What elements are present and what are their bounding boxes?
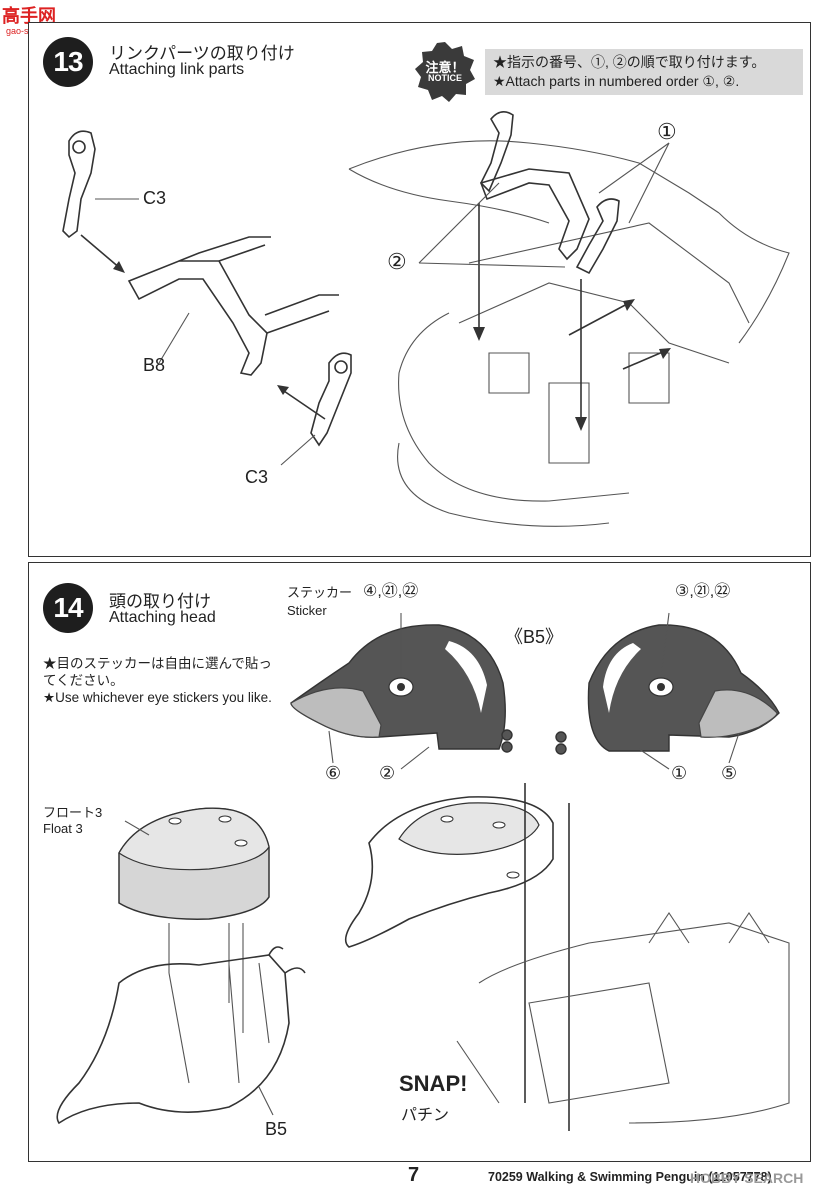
- step-13-panel: 13 リンクパーツの取り付け Attaching link parts 注意！ …: [28, 22, 811, 557]
- snap-label: SNAP!: [399, 1071, 468, 1096]
- footer-product-title: 70259 Walking & Swimming Penguin (110577…: [488, 1170, 772, 1184]
- penguin-body-drawing: [348, 111, 790, 527]
- head-label-1: ①: [671, 763, 688, 783]
- label-c3-bottom: C3: [245, 467, 269, 487]
- eye-sticker-note-en: ★Use whichever eye stickers you like.: [43, 690, 272, 705]
- step-13-title-ja: リンクパーツの取り付け: [109, 44, 295, 63]
- notice-badge-ja: 注意！: [425, 60, 465, 75]
- step-13-badge: 13: [43, 37, 93, 87]
- head-label-6: ⑥: [325, 763, 342, 783]
- float-3-label-en: Float 3: [43, 821, 83, 836]
- penguin-heads-drawing: [290, 612, 780, 770]
- watermark-bottom: HOBBY SEARCH: [690, 1170, 804, 1186]
- step-14-panel: 14 頭の取り付け Attaching head ★目のステッカーは自由に選んで…: [28, 562, 811, 1162]
- page-number: 7: [408, 1164, 420, 1186]
- step-14-badge: 14: [43, 583, 93, 633]
- notice-box: ★指示の番号、①, ②の順で取り付けます。 ★Attach parts in n…: [485, 49, 803, 95]
- snap-label-ja: パチン: [401, 1107, 450, 1124]
- head-label-5: ⑤: [721, 763, 738, 783]
- float-and-b5-drawing: [56, 783, 790, 1131]
- sticker-left-numbers: ④,㉑,㉒: [363, 583, 419, 600]
- label-order-1: ①: [657, 119, 677, 144]
- watermark-top: 高手网: [2, 6, 56, 26]
- c3-top-part-drawing: [62, 130, 352, 466]
- sticker-right-numbers: ③,㉑,㉒: [675, 583, 731, 600]
- label-b8: B8: [143, 355, 166, 375]
- step-14-title-ja: 頭の取り付け: [109, 592, 211, 611]
- label-c3-top: C3: [143, 188, 167, 208]
- step-13-title-en: Attaching link parts: [109, 61, 245, 78]
- sticker-label-en: Sticker: [287, 603, 327, 618]
- eye-sticker-note-ja: ★目のステッカーは自由に選んで貼ってください。: [43, 656, 272, 688]
- b5-title: 《B5》: [505, 627, 564, 647]
- notice-badge-en: NOTICE: [427, 73, 462, 83]
- notice-badge-icon: [415, 42, 475, 102]
- step-14-title-en: Attaching head: [109, 609, 216, 626]
- notice-en: ★Attach parts in numbered order ①, ②.: [493, 73, 740, 89]
- notice-ja: ★指示の番号、①, ②の順で取り付けます。: [493, 54, 766, 70]
- label-order-2: ②: [387, 249, 407, 274]
- head-label-2: ②: [379, 763, 396, 783]
- float-3-label-ja: フロート3: [43, 805, 103, 820]
- eye-sticker-note: ★目のステッカーは自由に選んで貼ってください。 ★Use whichever e…: [43, 655, 273, 706]
- sticker-label-ja: ステッカー: [287, 585, 353, 600]
- b5-part-label: B5: [265, 1119, 288, 1139]
